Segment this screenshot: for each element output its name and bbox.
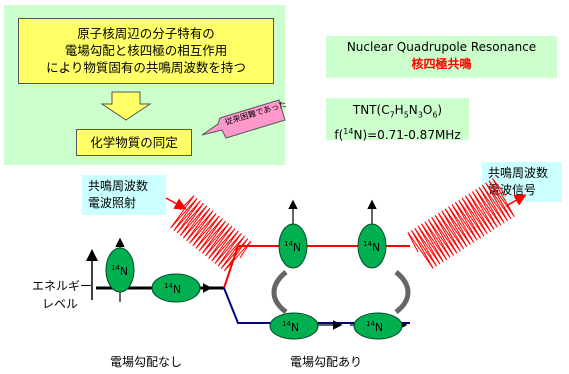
down-arrow-icon [100, 91, 152, 121]
principle-line-2: 電場勾配と核四極の相互作用 [64, 43, 228, 58]
svg-text:14N: 14N [282, 320, 299, 334]
svg-text:14N: 14N [111, 264, 128, 278]
svg-text:14N: 14N [363, 240, 380, 254]
incoming-wave-arrow [165, 197, 187, 210]
nucleus-4: 14N [357, 223, 387, 269]
energy-label-2: レベル [42, 297, 78, 311]
nucleus-2: 14N [151, 273, 201, 303]
outgoing-wave [407, 178, 515, 269]
nqr-title-box: Nuclear Quadrupole Resonance 核四極共鳴 [326, 36, 557, 78]
principle-box: 原子核周辺の分子特有の 電場勾配と核四極の相互作用 により物質固有の共鳴周波数を… [18, 18, 274, 84]
principle-line-3: により物質固有の共鳴周波数を持つ [46, 60, 246, 75]
with-gradient-label: 電場勾配あり [290, 355, 362, 369]
nucleus-1: 14N [105, 247, 135, 293]
tnt-box: TNT(C7H5N3O6) f(14N)=0.71-0.87MHz [326, 98, 469, 142]
nucleus-3: 14N [278, 223, 308, 269]
no-gradient-label: 電場勾配なし [110, 355, 182, 369]
outgoing-wave-arrow [505, 194, 527, 207]
tnt-frequency: f(14N)=0.71-0.87MHz [334, 127, 461, 143]
input-wave-label: 共鳴周波数 電波照射 [82, 175, 166, 215]
nqr-kanji: 核四極共鳴 [411, 57, 472, 71]
transition-arrow-1 [271, 270, 288, 314]
transition-arrow-2 [394, 270, 411, 314]
lower-level-line [223, 287, 410, 324]
nucleus-6: 14N [353, 312, 403, 340]
svg-text:14N: 14N [366, 320, 383, 334]
difficulty-callout: 従来困難であった [201, 99, 288, 139]
identify-box: 化学物質の同定 [76, 129, 192, 156]
svg-text:14N: 14N [164, 282, 181, 296]
svg-text:14N: 14N [284, 240, 301, 254]
energy-label-1: エネルギー [32, 279, 92, 293]
principle-line-1: 原子核周辺の分子特有の [77, 26, 215, 41]
tnt-formula: TNT(C7H5N3O6) [352, 103, 443, 120]
nqr-title: Nuclear Quadrupole Resonance [346, 40, 537, 54]
identify-label: 化学物質の同定 [90, 135, 178, 150]
incoming-wave [170, 195, 252, 272]
nucleus-5: 14N [269, 312, 319, 340]
